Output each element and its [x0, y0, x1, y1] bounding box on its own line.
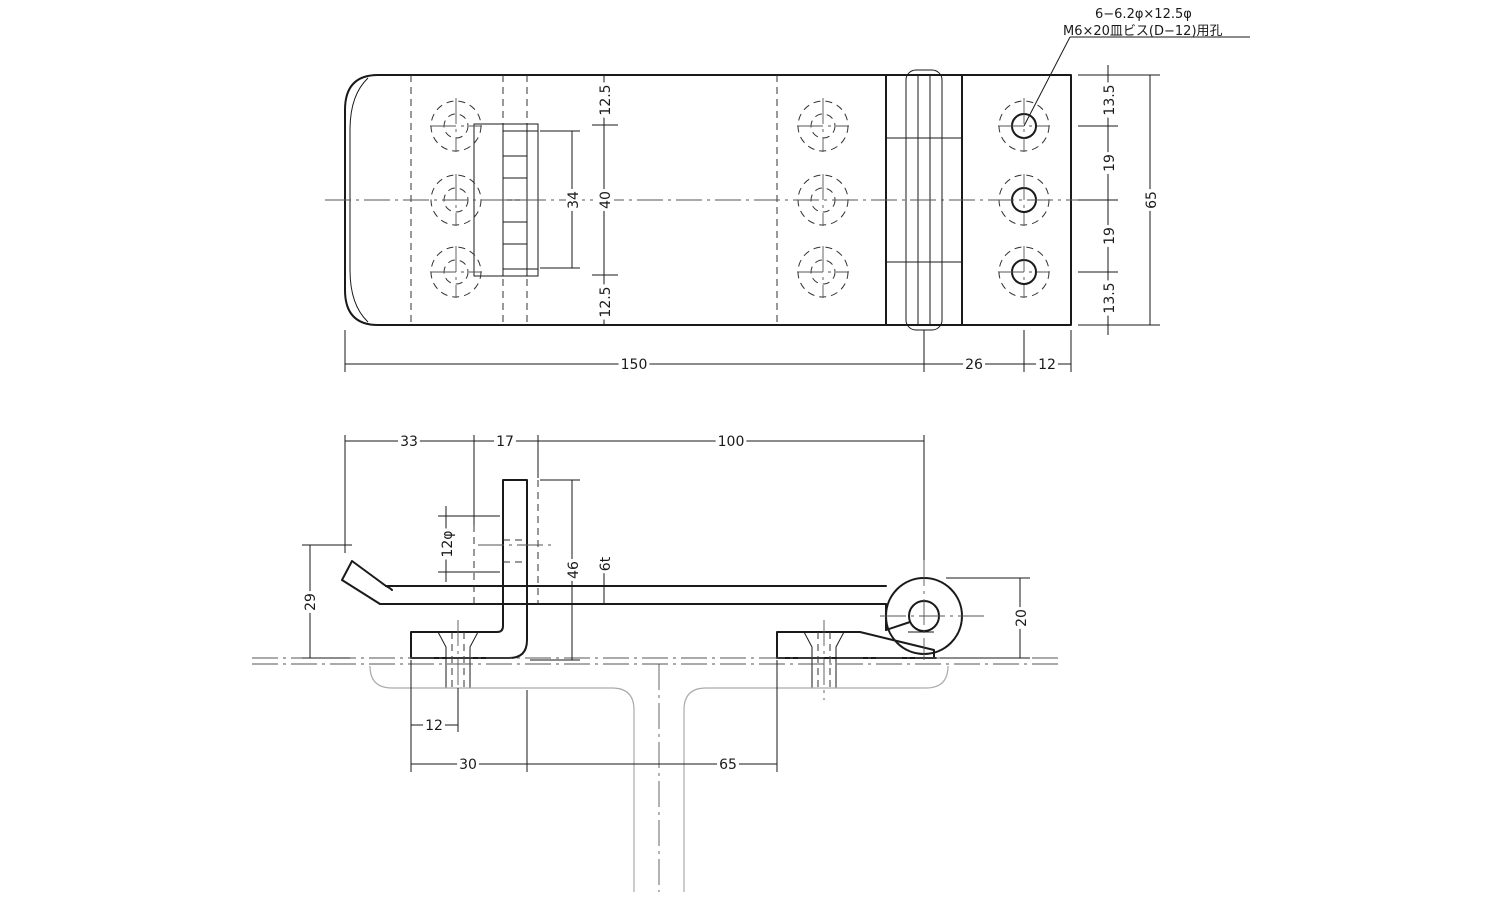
label-backdrop — [1144, 189, 1160, 211]
dim-hole-offset: 12 — [1038, 357, 1056, 373]
side-view — [252, 435, 1062, 892]
side-dimension-labels: 33 17 100 12φ 46 6t 29 20 12 30 65 — [303, 434, 1030, 773]
label-backdrop — [715, 434, 747, 450]
dim-pin: 12φ — [440, 530, 456, 557]
dim-slot: 34 — [566, 191, 582, 209]
note-line2: M6×20皿ビス(D−12)用孔 — [1063, 24, 1223, 39]
plate-outline — [344, 74, 1072, 326]
dim-c: 100 — [718, 434, 745, 450]
label-backdrop — [457, 757, 479, 773]
label-backdrop — [618, 357, 650, 373]
dim-a: 33 — [400, 434, 418, 450]
side-leaf — [385, 585, 887, 605]
plan-dimension-labels: 12.5 40 12.5 34 13.5 19 19 13.5 65 150 2… — [566, 82, 1160, 373]
label-backdrop — [1014, 607, 1030, 629]
hidden-holes-middle — [797, 98, 849, 298]
label-backdrop — [440, 528, 456, 560]
label-backdrop — [566, 559, 582, 581]
dim-thickness: 6t — [598, 556, 614, 571]
label-backdrop — [963, 357, 985, 373]
dim-46: 46 — [566, 561, 582, 579]
dim-right-bottom: 13.5 — [1102, 282, 1118, 313]
label-backdrop — [1102, 152, 1118, 174]
label-backdrop — [303, 591, 319, 613]
dim-hinge-offset: 26 — [965, 357, 983, 373]
label-backdrop — [494, 434, 516, 450]
dim-length: 150 — [621, 357, 648, 373]
dim-left-bottom: 12.5 — [598, 286, 614, 317]
dim-left-mid: 40 — [598, 191, 614, 209]
label-backdrop — [598, 82, 614, 118]
label-backdrop — [598, 554, 614, 574]
note-line1: 6−6.2φ×12.5φ — [1095, 7, 1192, 22]
dim-b: 17 — [496, 434, 514, 450]
dim-right-top: 13.5 — [1102, 84, 1118, 115]
dim-right-mid1: 19 — [1102, 154, 1118, 172]
label-backdrop — [1102, 225, 1118, 247]
dim-base-right: 65 — [719, 757, 737, 773]
dim-20: 20 — [1014, 609, 1030, 627]
dim-right-mid2: 19 — [1102, 227, 1118, 245]
label-backdrop — [1036, 357, 1058, 373]
label-backdrop — [1102, 82, 1118, 118]
label-backdrop — [398, 434, 420, 450]
countersunk-holes-right — [998, 98, 1050, 298]
dim-hole-x: 12 — [425, 718, 443, 734]
annotation-note: 6−6.2φ×12.5φ M6×20皿ビス(D−12)用孔 — [1063, 7, 1223, 39]
label-backdrop — [598, 189, 614, 211]
mounting-frame — [369, 664, 949, 892]
label-backdrop — [423, 718, 445, 734]
dim-29: 29 — [303, 593, 319, 611]
dim-left-top: 12.5 — [598, 84, 614, 115]
upright-bracket — [410, 479, 528, 659]
label-backdrop — [566, 189, 582, 211]
label-backdrop — [717, 757, 739, 773]
dim-height: 65 — [1144, 191, 1160, 209]
label-backdrop — [598, 284, 614, 320]
label-backdrop — [1102, 280, 1118, 316]
dim-base-left: 30 — [459, 757, 477, 773]
